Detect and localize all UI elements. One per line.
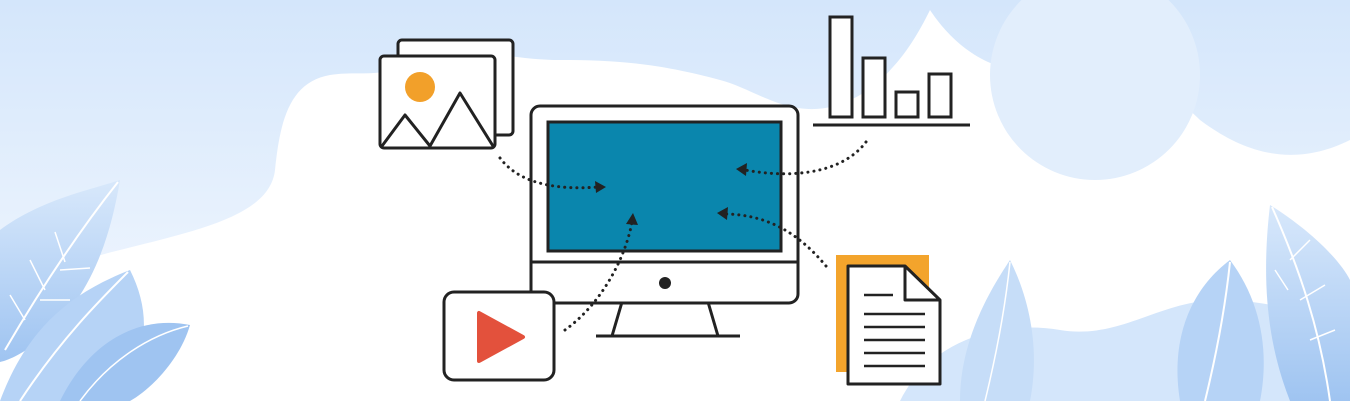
arrowhead-document <box>717 207 728 220</box>
leaves-left-decor <box>0 180 190 401</box>
arrow-chart-to-screen <box>743 140 868 176</box>
document-file-icon <box>836 255 942 386</box>
monitor-power-dot <box>659 277 671 289</box>
desktop-monitor-icon <box>529 104 800 338</box>
arrowhead-chart <box>736 163 747 176</box>
monitor-screen <box>546 120 783 253</box>
bar-chart-icon <box>813 15 970 127</box>
arrowhead-image <box>595 181 606 193</box>
background-circle <box>990 0 1200 180</box>
arrow-document-to-screen <box>724 212 828 268</box>
background-wave-top <box>0 0 1350 300</box>
arrow-video-to-screen <box>563 220 634 332</box>
arrowhead-video <box>626 213 638 225</box>
image-gallery-icon <box>378 38 515 150</box>
video-play-icon <box>442 290 556 382</box>
leaves-right-decor <box>960 205 1350 401</box>
